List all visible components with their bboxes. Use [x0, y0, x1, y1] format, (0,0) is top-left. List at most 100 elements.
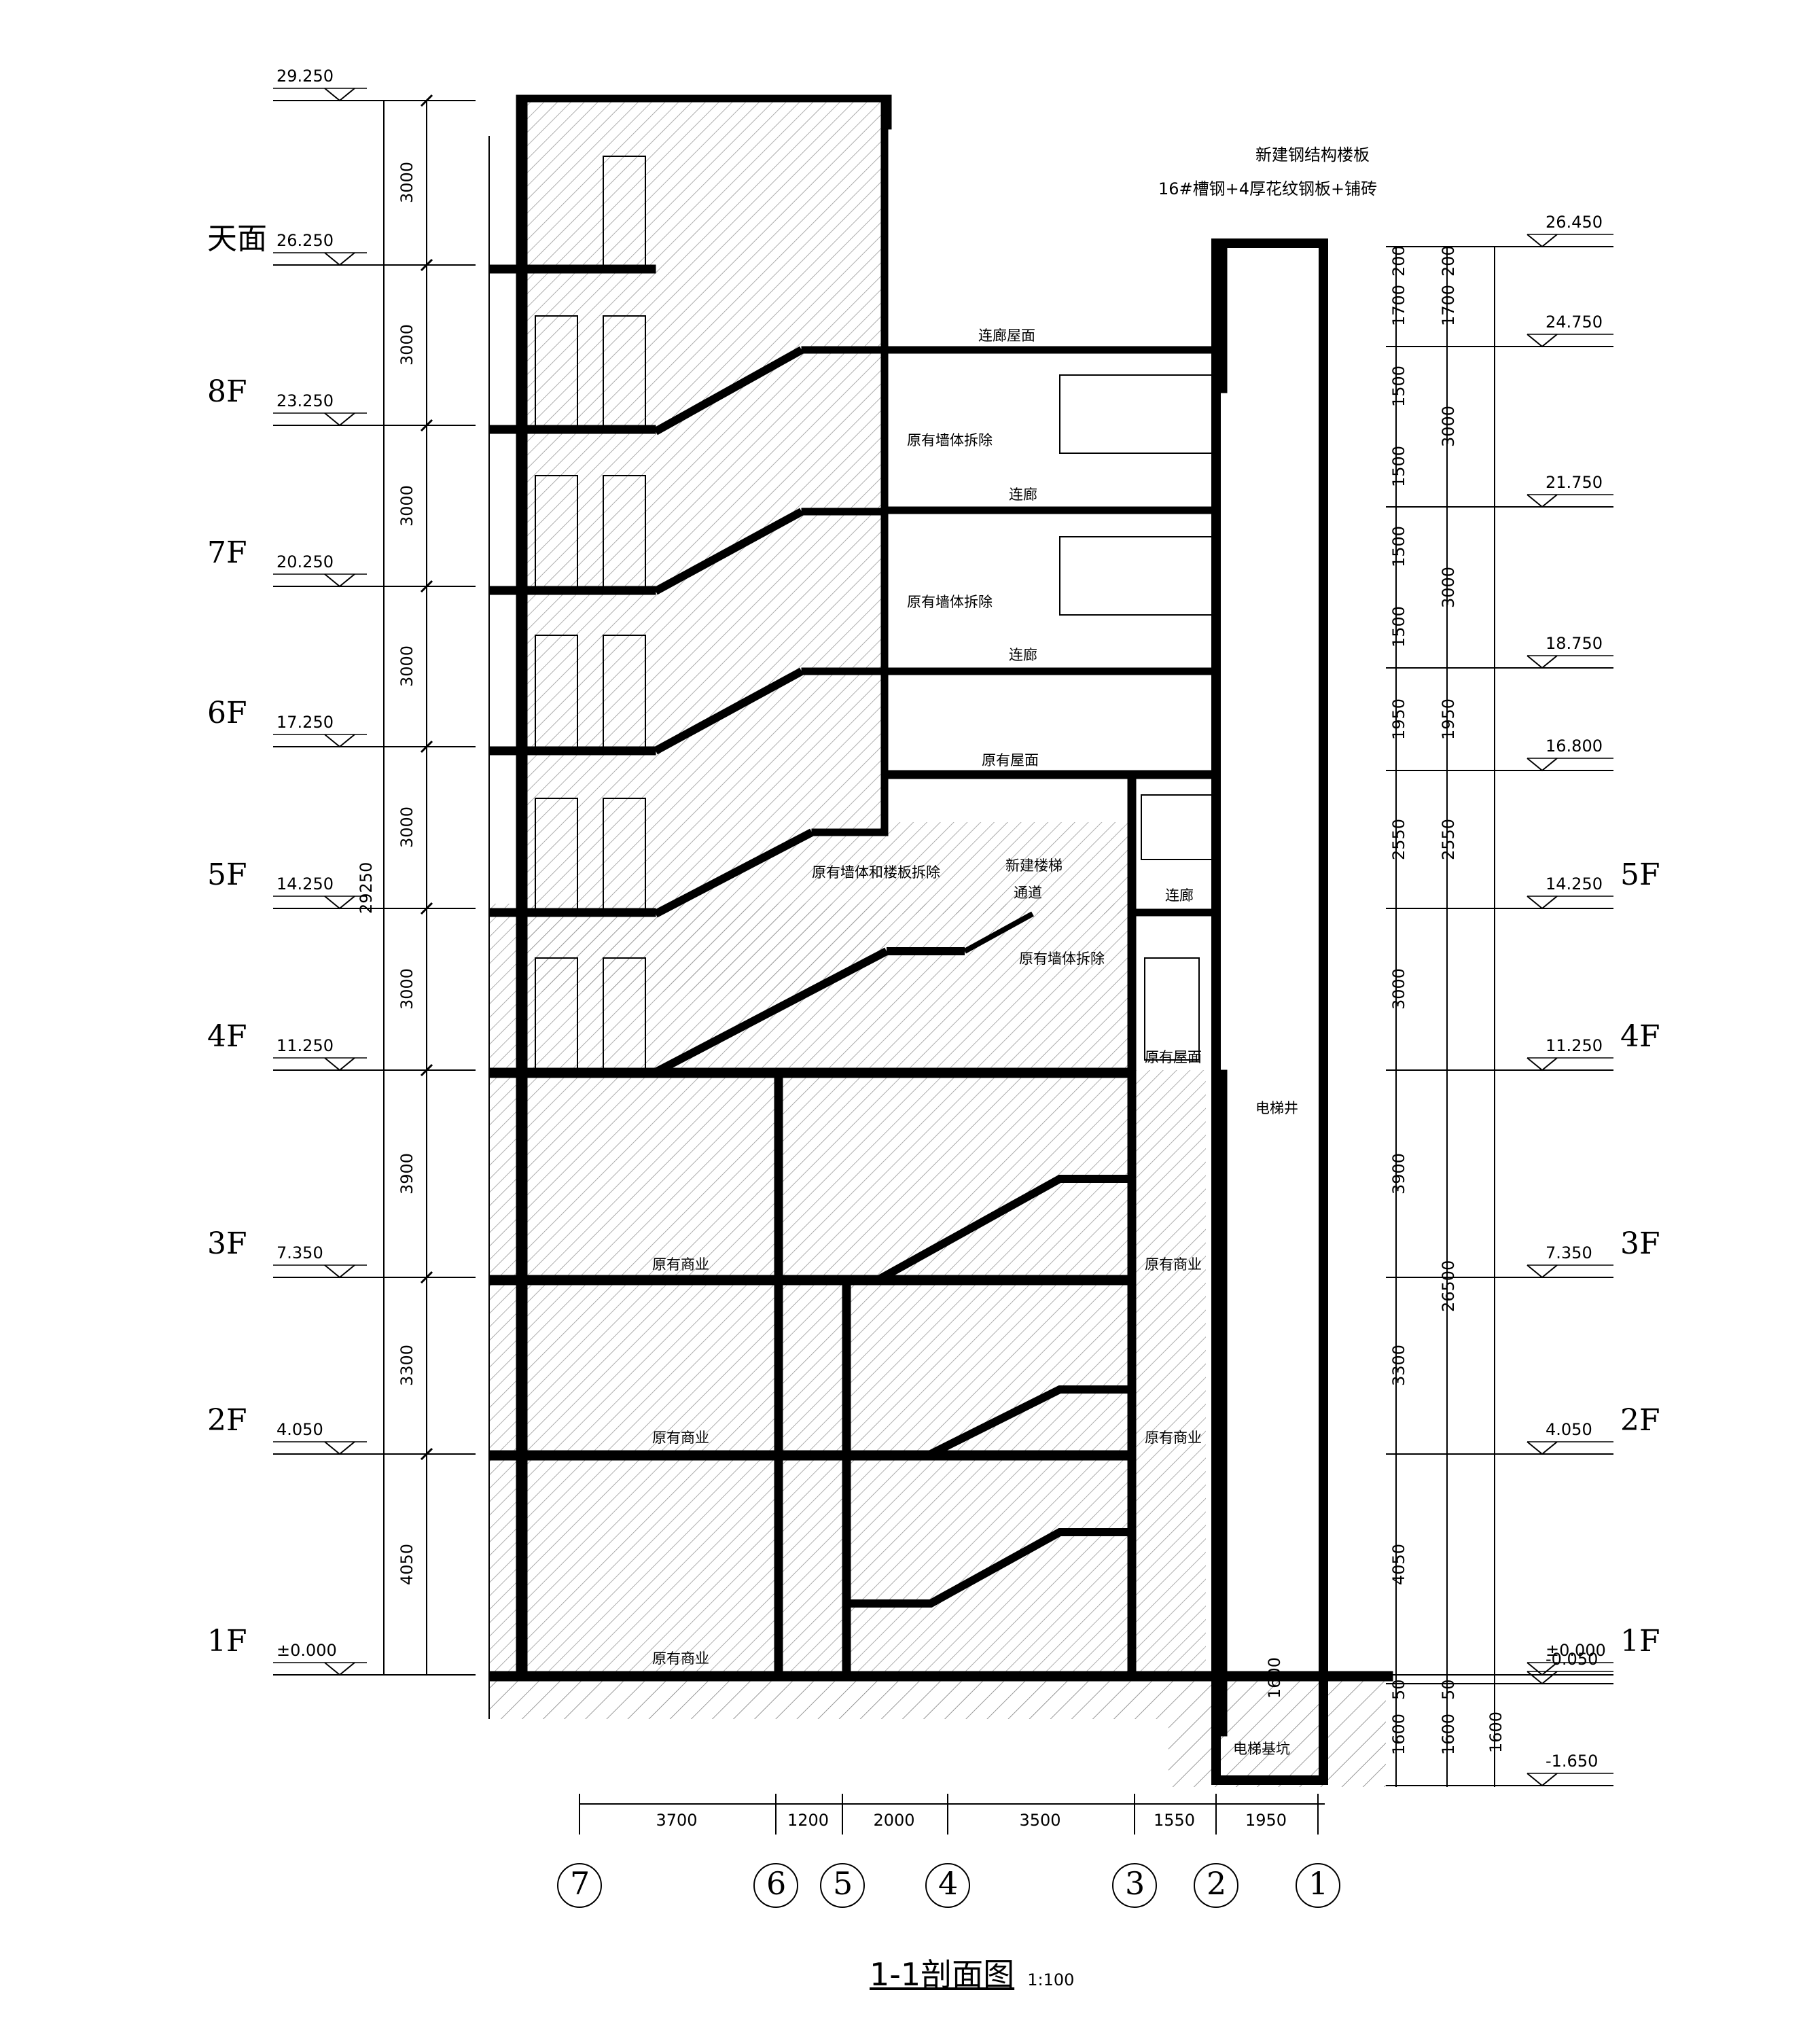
elev-label-left: 17.250 [276, 713, 334, 732]
elev-label-right: 26.450 [1546, 213, 1603, 232]
right-level-markers [1386, 234, 1613, 1787]
floor-label-right: 1F [1620, 1624, 1660, 1659]
label-elevator-pit: 电梯基坑 [1233, 1741, 1290, 1757]
dim-left: 3000 [397, 806, 416, 848]
floor-label-right: 5F [1620, 857, 1660, 892]
dim-right-inner: 1500 [1389, 525, 1408, 567]
floor-label-right: 3F [1620, 1226, 1660, 1261]
axis-number: 4 [938, 1865, 959, 1902]
axis-lines [557, 1794, 1340, 1908]
dim-right-inner: 1500 [1389, 445, 1408, 487]
label-pit-dim: 1600 [1265, 1656, 1284, 1699]
elev-label-left: 11.250 [276, 1036, 334, 1055]
dim-right-inner: 1500 [1389, 365, 1408, 407]
elev-label-left: 4.050 [276, 1420, 323, 1439]
axis-number: 1 [1308, 1865, 1329, 1902]
dim-right-inner: 3300 [1389, 1344, 1408, 1386]
dimension-lines [383, 101, 1495, 1787]
dim-right-mid: 3000 [1439, 566, 1458, 608]
note-steel-spec: 16#槽钢+4厚花纹钢板+铺砖 [1158, 179, 1378, 198]
label-wall-removed-3: 原有墙体拆除 [1019, 951, 1105, 967]
dim-left: 3900 [397, 1152, 416, 1194]
label-corridor-2: 连廊 [1009, 647, 1037, 663]
level-triangle [1527, 1662, 1558, 1676]
elev-label-left: ±0.000 [276, 1641, 337, 1660]
axis-number: 2 [1207, 1865, 1227, 1902]
elev-label-left: 14.250 [276, 874, 334, 893]
floor-label-left: 5F [207, 857, 247, 892]
level-triangle [1527, 1441, 1558, 1455]
dim-left: 4050 [397, 1543, 416, 1585]
elev-label-right: 16.800 [1546, 737, 1603, 756]
axis-circle [820, 1863, 865, 1908]
axis-circle [753, 1863, 798, 1908]
level-triangle [1527, 1671, 1558, 1685]
label-wall-removed-2: 原有墙体拆除 [907, 594, 993, 610]
label-commercial-1f: 原有商业 [652, 1650, 709, 1667]
dim-right-inner: 2550 [1389, 818, 1408, 860]
elev-label-right: -0.050 [1546, 1650, 1599, 1669]
label-existing-roof-2: 原有屋面 [1145, 1049, 1202, 1065]
dim-right-mid: 26500 [1439, 1260, 1458, 1312]
dim-right-inner: 3900 [1389, 1152, 1408, 1194]
dim-bottom: 2000 [873, 1811, 915, 1830]
dim-right-mid: 200 [1439, 245, 1458, 277]
elev-label-right: ±0.000 [1546, 1641, 1606, 1660]
axis-circle [1296, 1863, 1340, 1908]
elev-label-left: 23.250 [276, 391, 334, 410]
dim-left: 3000 [397, 161, 416, 203]
dim-bottom: 1550 [1154, 1811, 1196, 1830]
level-triangle [1527, 655, 1558, 669]
elev-label-left: 7.350 [276, 1243, 323, 1262]
axis-number: 7 [570, 1865, 590, 1902]
floor-label-left: 6F [207, 696, 247, 730]
label-wall-removed-1: 原有墙体拆除 [907, 432, 993, 448]
dim-right-inner: 200 [1389, 245, 1408, 277]
dim-right-inner: 4050 [1389, 1543, 1408, 1585]
dim-bottom: 1950 [1245, 1811, 1287, 1830]
floor-label-left: 3F [207, 1226, 247, 1261]
label-corridor-1: 连廊 [1009, 486, 1037, 503]
level-triangle [324, 1662, 355, 1676]
level-triangle [1527, 1264, 1558, 1279]
dim-left: 3000 [397, 645, 416, 687]
dim-left: 3300 [397, 1344, 416, 1386]
label-commercial-2f: 原有商业 [652, 1430, 709, 1446]
dim-right-inner: 1500 [1389, 605, 1408, 648]
elev-label-right: 4.050 [1546, 1420, 1592, 1439]
title-scale: 1:100 [1027, 1970, 1075, 1989]
floor-label-left: 8F [207, 374, 247, 409]
dim-right-mid: 1950 [1439, 698, 1458, 740]
title-text: 1-1剖面图 [870, 1956, 1015, 1993]
dim-right-mid: 50 [1439, 1678, 1458, 1700]
level-triangle [324, 734, 355, 748]
level-triangle [1527, 1773, 1558, 1787]
label-elevator-shaft: 电梯井 [1255, 1100, 1298, 1116]
level-triangle [1527, 896, 1558, 910]
axis-circle [1112, 1863, 1157, 1908]
elev-label-right: -1.650 [1546, 1752, 1599, 1771]
dim-bottom: 3500 [1019, 1811, 1061, 1830]
dim-right-mid: 2550 [1439, 818, 1458, 860]
note-new-steel-slab: 新建钢结构楼板 [1255, 145, 1370, 164]
floor-label-left: 天面 [207, 222, 267, 256]
label-new-stair: 新建楼梯 [1005, 857, 1063, 874]
dim-right-mid: 3000 [1439, 405, 1458, 447]
elev-label-right: 21.750 [1546, 473, 1603, 492]
dim-right-inner: 1950 [1389, 698, 1408, 740]
label-existing-roof-1: 原有屋面 [982, 752, 1039, 768]
floor-label-right: 2F [1620, 1403, 1660, 1438]
drawing-title: 1-1剖面图 1:100 [870, 1950, 1074, 1995]
dim-right-mid: 1700 [1439, 284, 1458, 326]
axis-circle [925, 1863, 970, 1908]
level-triangle [324, 1264, 355, 1279]
dim-right-inner: 1700 [1389, 284, 1408, 326]
level-triangle [1527, 494, 1558, 508]
floor-label-left: 1F [207, 1624, 247, 1659]
level-triangle [1527, 758, 1558, 772]
label-passage: 通道 [1014, 885, 1042, 901]
elev-label-left: 20.250 [276, 552, 334, 571]
level-triangle [1527, 334, 1558, 348]
dim-left-total: 29250 [357, 862, 376, 914]
dim-right-inner: 3000 [1389, 968, 1408, 1010]
